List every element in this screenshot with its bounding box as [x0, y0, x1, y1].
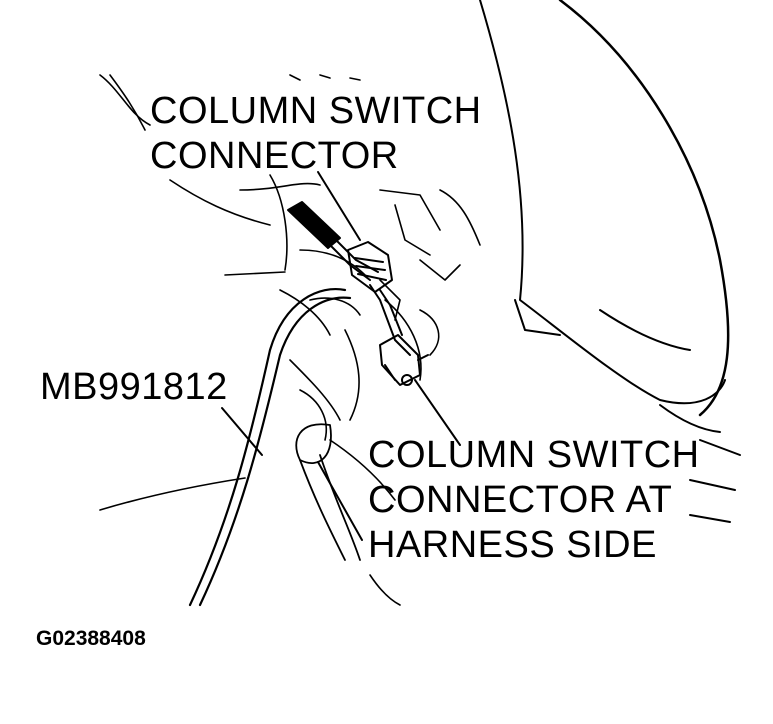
tool-number-label: MB991812 — [40, 366, 228, 408]
harness-bundle — [295, 423, 361, 561]
tool-cable — [188, 288, 352, 607]
column-switch-connector-label-line-2: CONNECTOR — [150, 135, 399, 177]
harness-side-connector-label-line-3: HARNESS SIDE — [368, 524, 657, 566]
harness-side-connector — [379, 334, 429, 386]
figure-id: G02388408 — [36, 627, 146, 650]
dashboard-detail-lines — [99, 74, 481, 606]
column-switch-connector-label-line-1: COLUMN SWITCH — [150, 90, 482, 132]
harness-side-connector-label-line-1: COLUMN SWITCH — [368, 434, 700, 476]
leader-lines — [221, 171, 461, 541]
harness-side-connector-label-line-2: CONNECTOR AT — [368, 479, 673, 521]
column-switch-connector-probe — [287, 201, 411, 356]
steering-wheel-outline — [479, 0, 741, 523]
